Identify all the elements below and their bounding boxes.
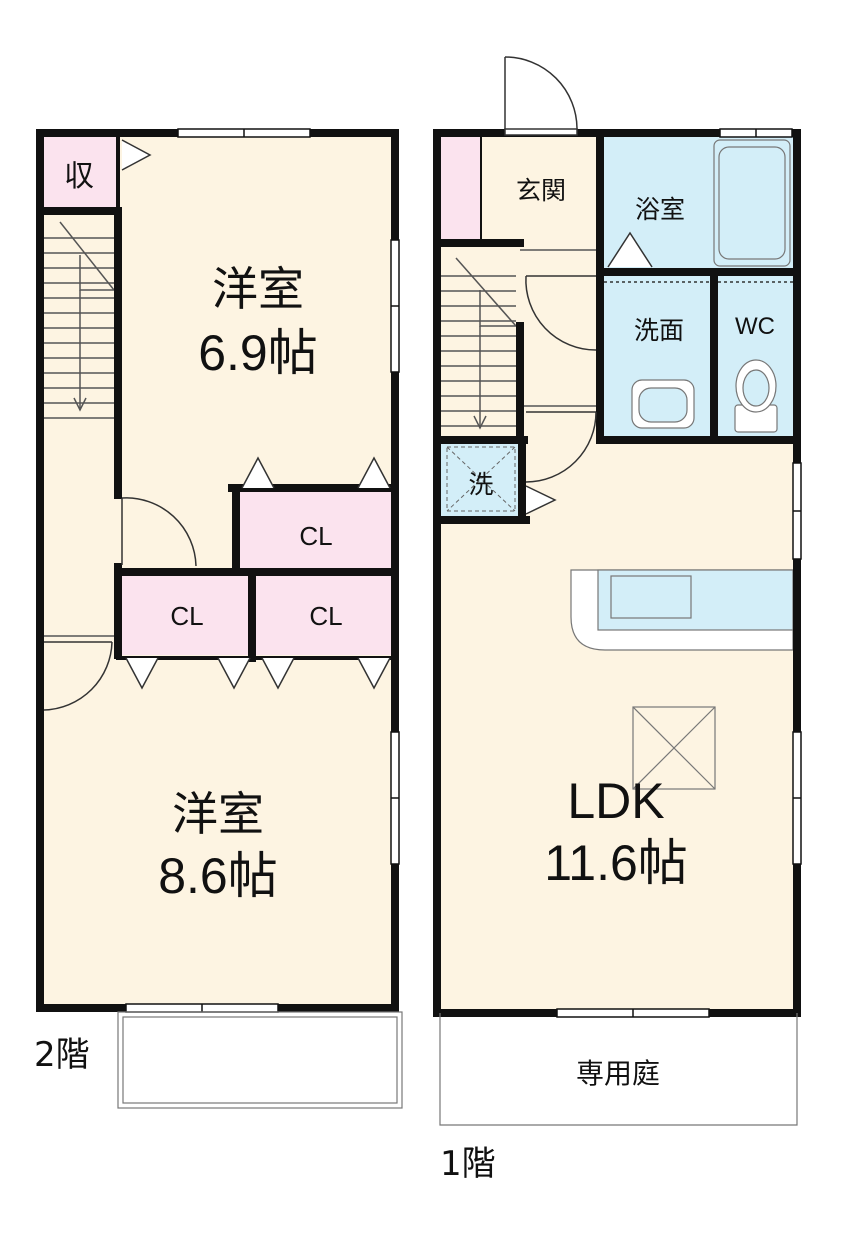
stairs-2f xyxy=(44,221,115,419)
floor-1: 玄関 浴室 洗面 WC 洗 LDK 11.6帖 専用庭 1階 xyxy=(433,56,802,1184)
entrance-label: 玄関 xyxy=(516,176,566,205)
fixtures-1f xyxy=(631,139,791,433)
closet-left-label: CL xyxy=(170,601,203,631)
bath-label: 浴室 xyxy=(635,195,685,224)
floor2-label: 2階 xyxy=(34,1035,90,1075)
wc-label: WC xyxy=(735,313,775,340)
closet-left-fill xyxy=(121,575,248,655)
windows-1f xyxy=(556,128,802,1018)
stairs-1f xyxy=(441,249,598,430)
closet-right-fill xyxy=(256,575,395,655)
ldk-name: LDK xyxy=(567,773,664,829)
doors-1f xyxy=(504,56,793,515)
room-upper-size: 6.9帖 xyxy=(198,325,318,381)
floor-2: 収 洋室 6.9帖 CL CL CL 洋室 8.6帖 2階 xyxy=(34,128,403,1109)
private-garden xyxy=(439,1013,798,1126)
storage-small-fill xyxy=(40,133,118,211)
laundry-label: 洗 xyxy=(468,470,493,499)
doors-2f xyxy=(43,139,391,711)
balcony-2f xyxy=(117,1011,403,1109)
windows-2f xyxy=(125,128,400,1013)
room-lower-size: 8.6帖 xyxy=(158,848,278,904)
kitchen-counter xyxy=(570,569,794,651)
closet-top-fill xyxy=(236,492,395,570)
garden-label: 専用庭 xyxy=(576,1057,660,1090)
room-upper-name: 洋室 xyxy=(212,262,304,316)
shoe-storage-fill xyxy=(441,137,481,239)
room-lower-name: 洋室 xyxy=(172,787,264,841)
closet-right-label: CL xyxy=(309,601,342,631)
ceiling-opening xyxy=(632,706,716,790)
washroom-label: 洗面 xyxy=(634,316,684,345)
laundry-pan xyxy=(446,446,516,512)
floor1-label: 1階 xyxy=(440,1144,496,1184)
ldk-size: 11.6帖 xyxy=(544,835,688,891)
storage-small-label: 収 xyxy=(64,159,94,194)
closet-top-label: CL xyxy=(299,521,332,551)
